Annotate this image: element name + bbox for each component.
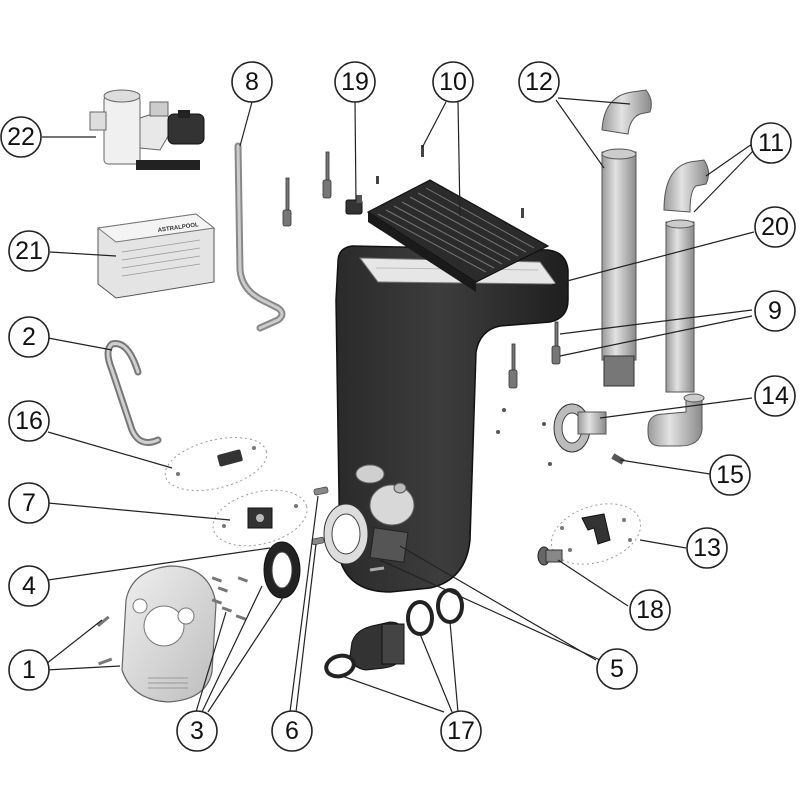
small-screws xyxy=(496,408,625,466)
callout-6: 6 xyxy=(271,710,313,752)
callout-2: 2 xyxy=(8,316,50,358)
svg-text:18: 18 xyxy=(636,596,664,624)
screws-part-3 xyxy=(96,576,249,666)
svg-text:14: 14 xyxy=(761,382,789,410)
leader-lines xyxy=(42,97,755,713)
callout-20: 20 xyxy=(754,206,796,248)
svg-text:4: 4 xyxy=(22,572,36,600)
svg-text:8: 8 xyxy=(245,68,259,96)
svg-text:20: 20 xyxy=(761,213,789,241)
sensor-group-part-16 xyxy=(164,437,268,491)
callout-16: 16 xyxy=(8,400,50,442)
bracket-group-part-7 xyxy=(212,489,308,547)
callout-10: 10 xyxy=(432,61,474,103)
svg-text:6: 6 xyxy=(285,717,299,745)
top-screws xyxy=(376,145,524,218)
callout-12: 12 xyxy=(518,61,560,103)
callout-1: 1 xyxy=(8,649,50,691)
face-plate-part-1 xyxy=(121,565,217,703)
callout-4: 4 xyxy=(8,565,50,607)
svg-text:13: 13 xyxy=(693,534,721,562)
gasket-part-4 xyxy=(263,541,301,599)
main-body-part-20 xyxy=(335,245,569,593)
svg-text:15: 15 xyxy=(716,461,744,489)
callout-14: 14 xyxy=(754,375,796,417)
svg-text:5: 5 xyxy=(610,655,624,683)
svg-text:11: 11 xyxy=(758,129,784,157)
callout-7: 7 xyxy=(8,482,50,524)
svg-text:19: 19 xyxy=(341,68,369,96)
svg-text:7: 7 xyxy=(22,489,36,517)
callout-18: 18 xyxy=(629,589,671,631)
pump-part-22 xyxy=(89,89,205,170)
bolts-part-6 xyxy=(311,486,329,546)
svg-text:22: 22 xyxy=(7,123,35,151)
callout-5: 5 xyxy=(596,648,638,690)
callout-22: 22 xyxy=(0,116,42,158)
callout-8: 8 xyxy=(231,61,273,103)
flange-plate xyxy=(323,503,369,565)
valve-part-17 xyxy=(349,621,405,671)
control-box-brand-label: ASTRALPOOL xyxy=(157,222,199,234)
svg-text:3: 3 xyxy=(190,717,204,745)
svg-text:9: 9 xyxy=(768,297,782,325)
callout-3: 3 xyxy=(176,710,218,752)
svg-text:1: 1 xyxy=(22,656,36,684)
callout-13: 13 xyxy=(686,527,728,569)
long-bolts xyxy=(282,151,561,389)
nozzle-part-18 xyxy=(537,546,563,566)
callout-21: 21 xyxy=(8,230,50,272)
svg-text:21: 21 xyxy=(15,237,43,265)
flange-part-14 xyxy=(553,403,607,453)
svg-text:2: 2 xyxy=(22,323,36,351)
callout-11: 11 xyxy=(750,122,792,164)
callout-9: 9 xyxy=(754,290,796,332)
bent-rod-part-8 xyxy=(234,142,286,332)
svg-text:17: 17 xyxy=(447,717,475,745)
hook-part-2 xyxy=(104,340,162,446)
callout-19: 19 xyxy=(334,61,376,103)
latch-part-19 xyxy=(345,195,363,215)
pipe-elbow-part-11 xyxy=(663,159,710,393)
elbow-part-14 xyxy=(647,393,705,447)
svg-text:16: 16 xyxy=(15,407,43,435)
callout-17: 17 xyxy=(440,710,482,752)
svg-text:12: 12 xyxy=(525,68,553,96)
svg-text:10: 10 xyxy=(439,68,467,96)
grille-cover-part-10 xyxy=(366,179,550,292)
control-box-part-21: ASTRALPOOL xyxy=(96,213,216,299)
callout-15: 15 xyxy=(709,454,751,496)
bracket-group-part-13 xyxy=(550,503,642,565)
